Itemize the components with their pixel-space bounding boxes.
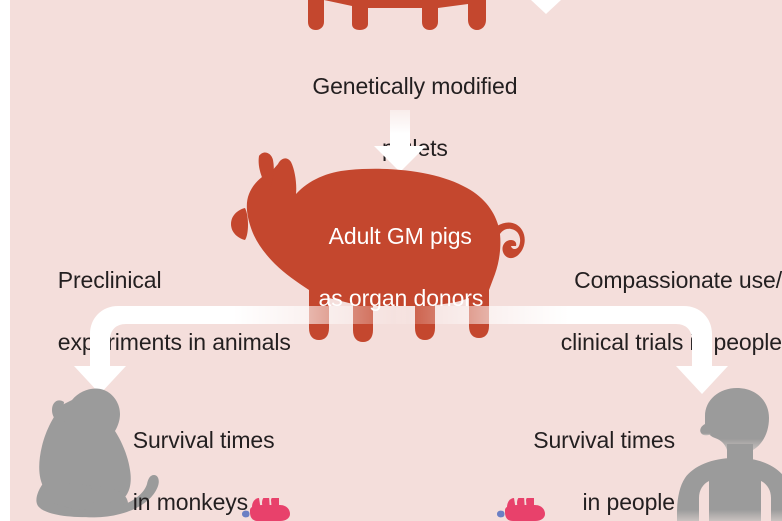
monkeys-label-line2: in monkeys [132,489,249,515]
heart-organ-icon-left [238,498,298,521]
elbow-arrow-left-icon [56,300,406,396]
monkeys-label-line1: Survival times [132,427,275,453]
compassionate-label-line2: clinical trials in people [560,329,782,355]
adult-pig-silhouette [223,150,541,350]
people-label-line1: Survival times [533,427,675,453]
people-label-line2: in people [582,489,676,515]
adult-pig-label-line1: Adult GM pigs [328,223,472,249]
node-label-piglets: Genetically modified piglets [10,40,782,195]
elbow-arrow-right-icon [396,300,746,396]
node-label-monkeys: Survival times in monkeys [95,394,345,521]
preclinical-label-line2: experiments in animals [57,329,291,355]
arrow-down-icon [372,110,428,172]
heart-organ-icon-right [493,498,553,521]
preclinical-label-line1: Preclinical [57,267,162,293]
monkey-silhouette [24,386,174,521]
node-label-preclinical: Preclinical experiments in animals [20,234,310,389]
node-label-compassionate: Compassionate use/ clinical trials in pe… [505,234,782,389]
compassionate-label-line1: Compassionate use/ [574,267,782,293]
arrow-tip-icon [531,0,561,14]
human-silhouette [675,386,782,521]
piglets-label-line1: Genetically modified [312,73,518,99]
node-label-people: Survival times in people [450,394,675,521]
pink-background-panel: Genetically modified piglets [10,0,782,521]
piglet-silhouettes [10,0,558,30]
